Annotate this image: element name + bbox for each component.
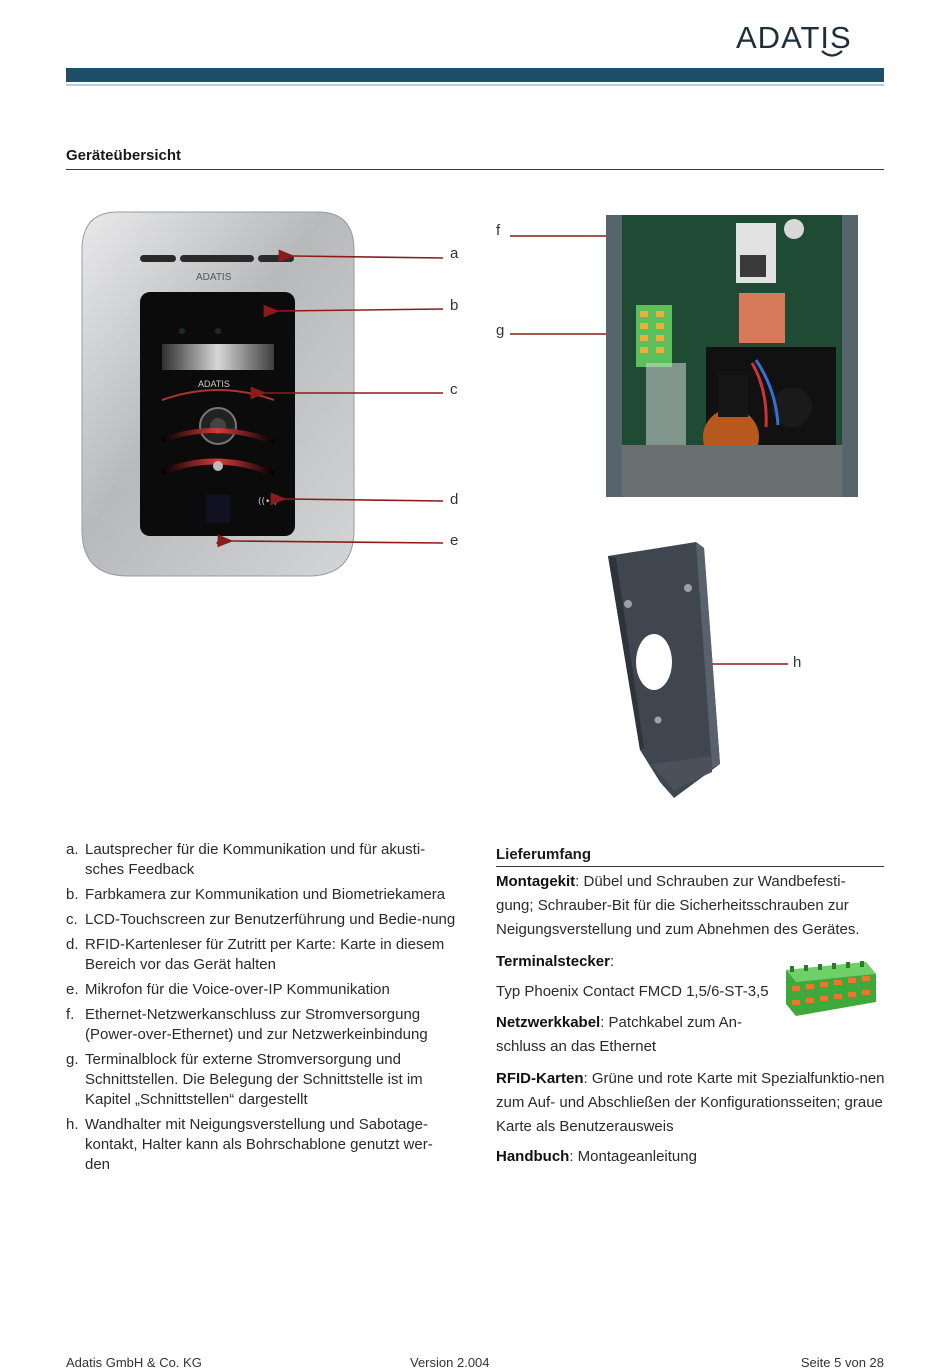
- device-rear-pcb-image: [606, 215, 858, 497]
- list-marker: d.: [66, 936, 79, 953]
- terminal-label: Terminalstecker: [496, 953, 610, 970]
- handbuch-label: Handbuch: [496, 1148, 570, 1165]
- handbuch-paragraph: Handbuch: Montageanleitung: [496, 1145, 881, 1169]
- rfid-label: RFID-Karten: [496, 1070, 584, 1087]
- section-rule: [66, 169, 884, 170]
- montagekit-label: Montagekit: [496, 873, 576, 890]
- terminal-colon: :: [609, 953, 615, 970]
- netzwerkkabel-text: : Patchkabel zum An-schluss an das Ether…: [496, 1014, 742, 1055]
- list-text: Terminalblock für externe Stromversorgun…: [85, 1051, 423, 1108]
- callout-e: e: [450, 532, 459, 549]
- list-item: e. Mikrofon für die Voice-over-IP Kommuni…: [66, 980, 456, 1000]
- list-item: g. Terminalblock für externe Stromversorg…: [66, 1050, 456, 1110]
- header-bar: [66, 68, 884, 82]
- list-item: a. Lautsprecher für die Kommunikation und…: [66, 840, 456, 880]
- list-item: b. Farbkamera zur Kommunikation und Biome…: [66, 885, 456, 905]
- list-item: c. LCD-Touchscreen zur Benutzerführung un…: [66, 910, 456, 930]
- list-text: Wandhalter mit Neigungsverstellung und S…: [85, 1116, 433, 1173]
- list-item: h. Wandhalter mit Neigungsverstellung und…: [66, 1115, 456, 1175]
- terminal-connector-image: [782, 958, 878, 1022]
- lieferumfang-title: Lieferumfang: [496, 846, 592, 863]
- footer-company: Adatis GmbH & Co. KG: [66, 1355, 202, 1370]
- list-text: LCD-Touchscreen zur Benutzerführung und …: [85, 911, 456, 928]
- callout-c: c: [450, 381, 458, 398]
- list-text: RFID-Kartenleser für Zutritt per Karte: …: [85, 936, 445, 973]
- callout-g: g: [496, 322, 505, 339]
- netzwerkkabel-paragraph: Netzwerkkabel: Patchkabel zum An-schluss…: [496, 1011, 756, 1059]
- list-marker: g.: [66, 1051, 79, 1068]
- list-marker: b.: [66, 886, 79, 903]
- callout-a: a: [450, 245, 459, 262]
- list-marker: f.: [66, 1006, 75, 1023]
- arrow-d: [270, 492, 444, 506]
- lieferumfang-rule: [496, 866, 884, 867]
- list-item: d. RFID-Kartenleser für Zutritt per Karte…: [66, 935, 456, 975]
- montagekit-paragraph: Montagekit: Dübel und Schrauben zur Wand…: [496, 870, 881, 942]
- list-marker: h.: [66, 1116, 79, 1133]
- rfid-text: : Grüne und rote Karte mit Spezialfunkti…: [496, 1070, 885, 1135]
- header-bar-accent: [66, 84, 884, 86]
- adatis-logo: ADATIS: [736, 18, 886, 58]
- list-item: f. Ethernet-Netzwerkanschluss zur Stromve…: [66, 1005, 456, 1045]
- section-title: Geräteübersicht: [66, 147, 182, 164]
- feature-list: a. Lautsprecher für die Kommunikation und…: [66, 840, 456, 1180]
- screen-brand-label: ADATIS: [198, 379, 230, 389]
- list-marker: a.: [66, 841, 79, 858]
- callout-d: d: [450, 491, 459, 508]
- callout-h: h: [793, 654, 802, 671]
- list-text: Lautsprecher für die Kommunikation und f…: [85, 841, 426, 878]
- list-marker: c.: [66, 911, 78, 928]
- montagekit-text: : Dübel und Schrauben zur Wandbefesti-gu…: [496, 873, 860, 938]
- list-marker: e.: [66, 981, 79, 998]
- logo-text: ADATIS: [736, 20, 852, 55]
- list-text: Mikrofon für die Voice-over-IP Kommunika…: [85, 981, 390, 998]
- rfid-paragraph: RFID-Karten: Grüne und rote Karte mit Sp…: [496, 1067, 886, 1139]
- handbuch-text: : Montageanleitung: [569, 1148, 697, 1165]
- list-text: Ethernet-Netzwerkanschluss zur Stromvers…: [85, 1006, 428, 1043]
- list-text: Farbkamera zur Kommunikation und Biometr…: [85, 886, 446, 903]
- footer-page-number: Seite 5 von 28: [800, 1355, 884, 1370]
- device-brand-label: ADATIS: [196, 272, 232, 283]
- netzwerkkabel-label: Netzwerkkabel: [496, 1014, 601, 1031]
- svg-text:((•)): ((•)): [258, 497, 277, 507]
- terminal-type: Typ Phoenix Contact FMCD 1,5/6-ST-3,5: [496, 983, 769, 1000]
- wall-bracket-image: [600, 528, 730, 800]
- arrow-e: [217, 534, 444, 548]
- callout-f: f: [496, 222, 501, 239]
- footer-version: Version 2.004: [410, 1355, 490, 1370]
- callout-b: b: [450, 297, 459, 314]
- arrow-b: [263, 304, 444, 318]
- device-front-image: ADATIS ADATIS ((•)): [78, 210, 358, 580]
- arrow-a: [278, 249, 444, 263]
- terminal-paragraph: Terminalstecker:: [496, 950, 786, 974]
